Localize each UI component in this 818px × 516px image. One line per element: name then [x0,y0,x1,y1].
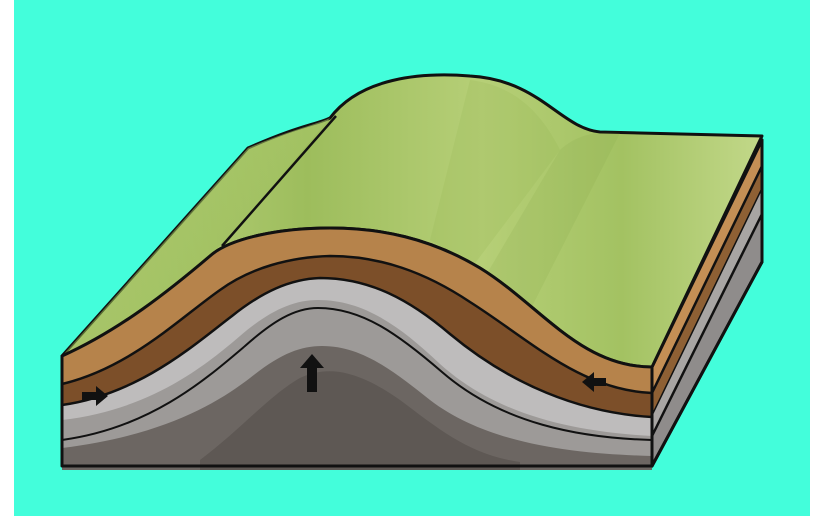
page-frame [0,0,818,516]
anticline-diagram [0,0,818,516]
